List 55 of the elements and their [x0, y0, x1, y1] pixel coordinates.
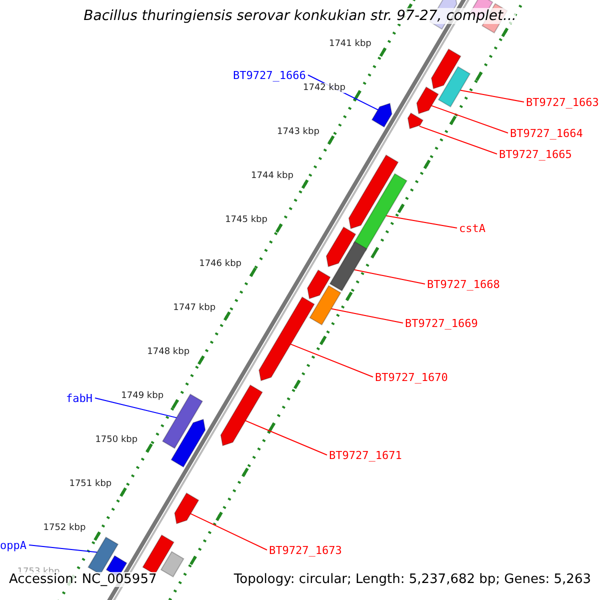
gene-feature: [160, 551, 184, 578]
leader-line: [354, 269, 426, 284]
scale-label: 1745 kbp: [225, 215, 268, 226]
gene-label: BT9727_1668: [427, 278, 500, 290]
gene-feature: [326, 226, 356, 268]
leader-line: [431, 105, 508, 134]
scale-label: 1750 kbp: [95, 435, 138, 446]
gene-label: BT9727_1673: [269, 544, 342, 556]
gene-feature: [88, 536, 119, 575]
gene-label: oppA: [0, 538, 26, 552]
gene-feature: [170, 418, 206, 468]
gene-feature: [430, 48, 462, 90]
scale-label: 1742 kbp: [303, 83, 346, 94]
scale-label: 1741 kbp: [328, 39, 372, 50]
gene-feature: [438, 66, 471, 108]
gene-feature: [329, 241, 368, 292]
gene-label: cstA: [459, 222, 486, 234]
gene-label: BT9727_1671: [329, 448, 402, 462]
map-title: Bacillus thuringiensis serovar konkukian str. 97-27, complet...: [84, 8, 516, 24]
scale-label: 1746 kbp: [199, 259, 242, 270]
gene-label: BT9727_1669: [405, 316, 478, 330]
gene-feature: [416, 86, 439, 114]
gene-feature: [162, 394, 204, 449]
gene-label: BT9727_1665: [499, 148, 572, 160]
gene-feature: [407, 112, 424, 130]
gene-feature: [142, 534, 174, 575]
scale-label: 1747 kbp: [173, 303, 216, 314]
gene-label: BT9727_1666: [233, 68, 306, 82]
gene-label: BT9727_1663: [526, 96, 599, 108]
scale-label: 1744 kbp: [251, 171, 294, 182]
leader-line: [190, 513, 268, 550]
gene-feature: [348, 154, 399, 230]
leader-line: [290, 344, 374, 378]
leader-line: [386, 215, 458, 228]
gene-feature: [174, 492, 200, 524]
gene-feature: [371, 102, 392, 128]
scale-label: 1751 kbp: [69, 479, 112, 490]
gene-label: BT9727_1664: [510, 126, 583, 140]
scale-label: 1749 kbp: [121, 391, 164, 402]
gene-feature: [352, 173, 408, 252]
leader-line: [28, 544, 98, 553]
scale-label: 1752 kbp: [43, 523, 86, 534]
gene-feature: [306, 269, 331, 300]
scale-label: 1748 kbp: [147, 347, 190, 358]
gene-feature: [309, 285, 342, 326]
gene-label: BT9727_1670: [375, 370, 448, 384]
gene-label: fabH: [66, 392, 92, 404]
leader-line: [330, 308, 404, 324]
leader-line: [245, 420, 328, 456]
gene-feature: [220, 384, 263, 446]
leader-line: [418, 126, 498, 154]
leader-line: [460, 90, 524, 102]
scale-label: 1743 kbp: [277, 127, 320, 138]
gene-feature: [258, 296, 315, 382]
leader-line: [94, 398, 177, 418]
